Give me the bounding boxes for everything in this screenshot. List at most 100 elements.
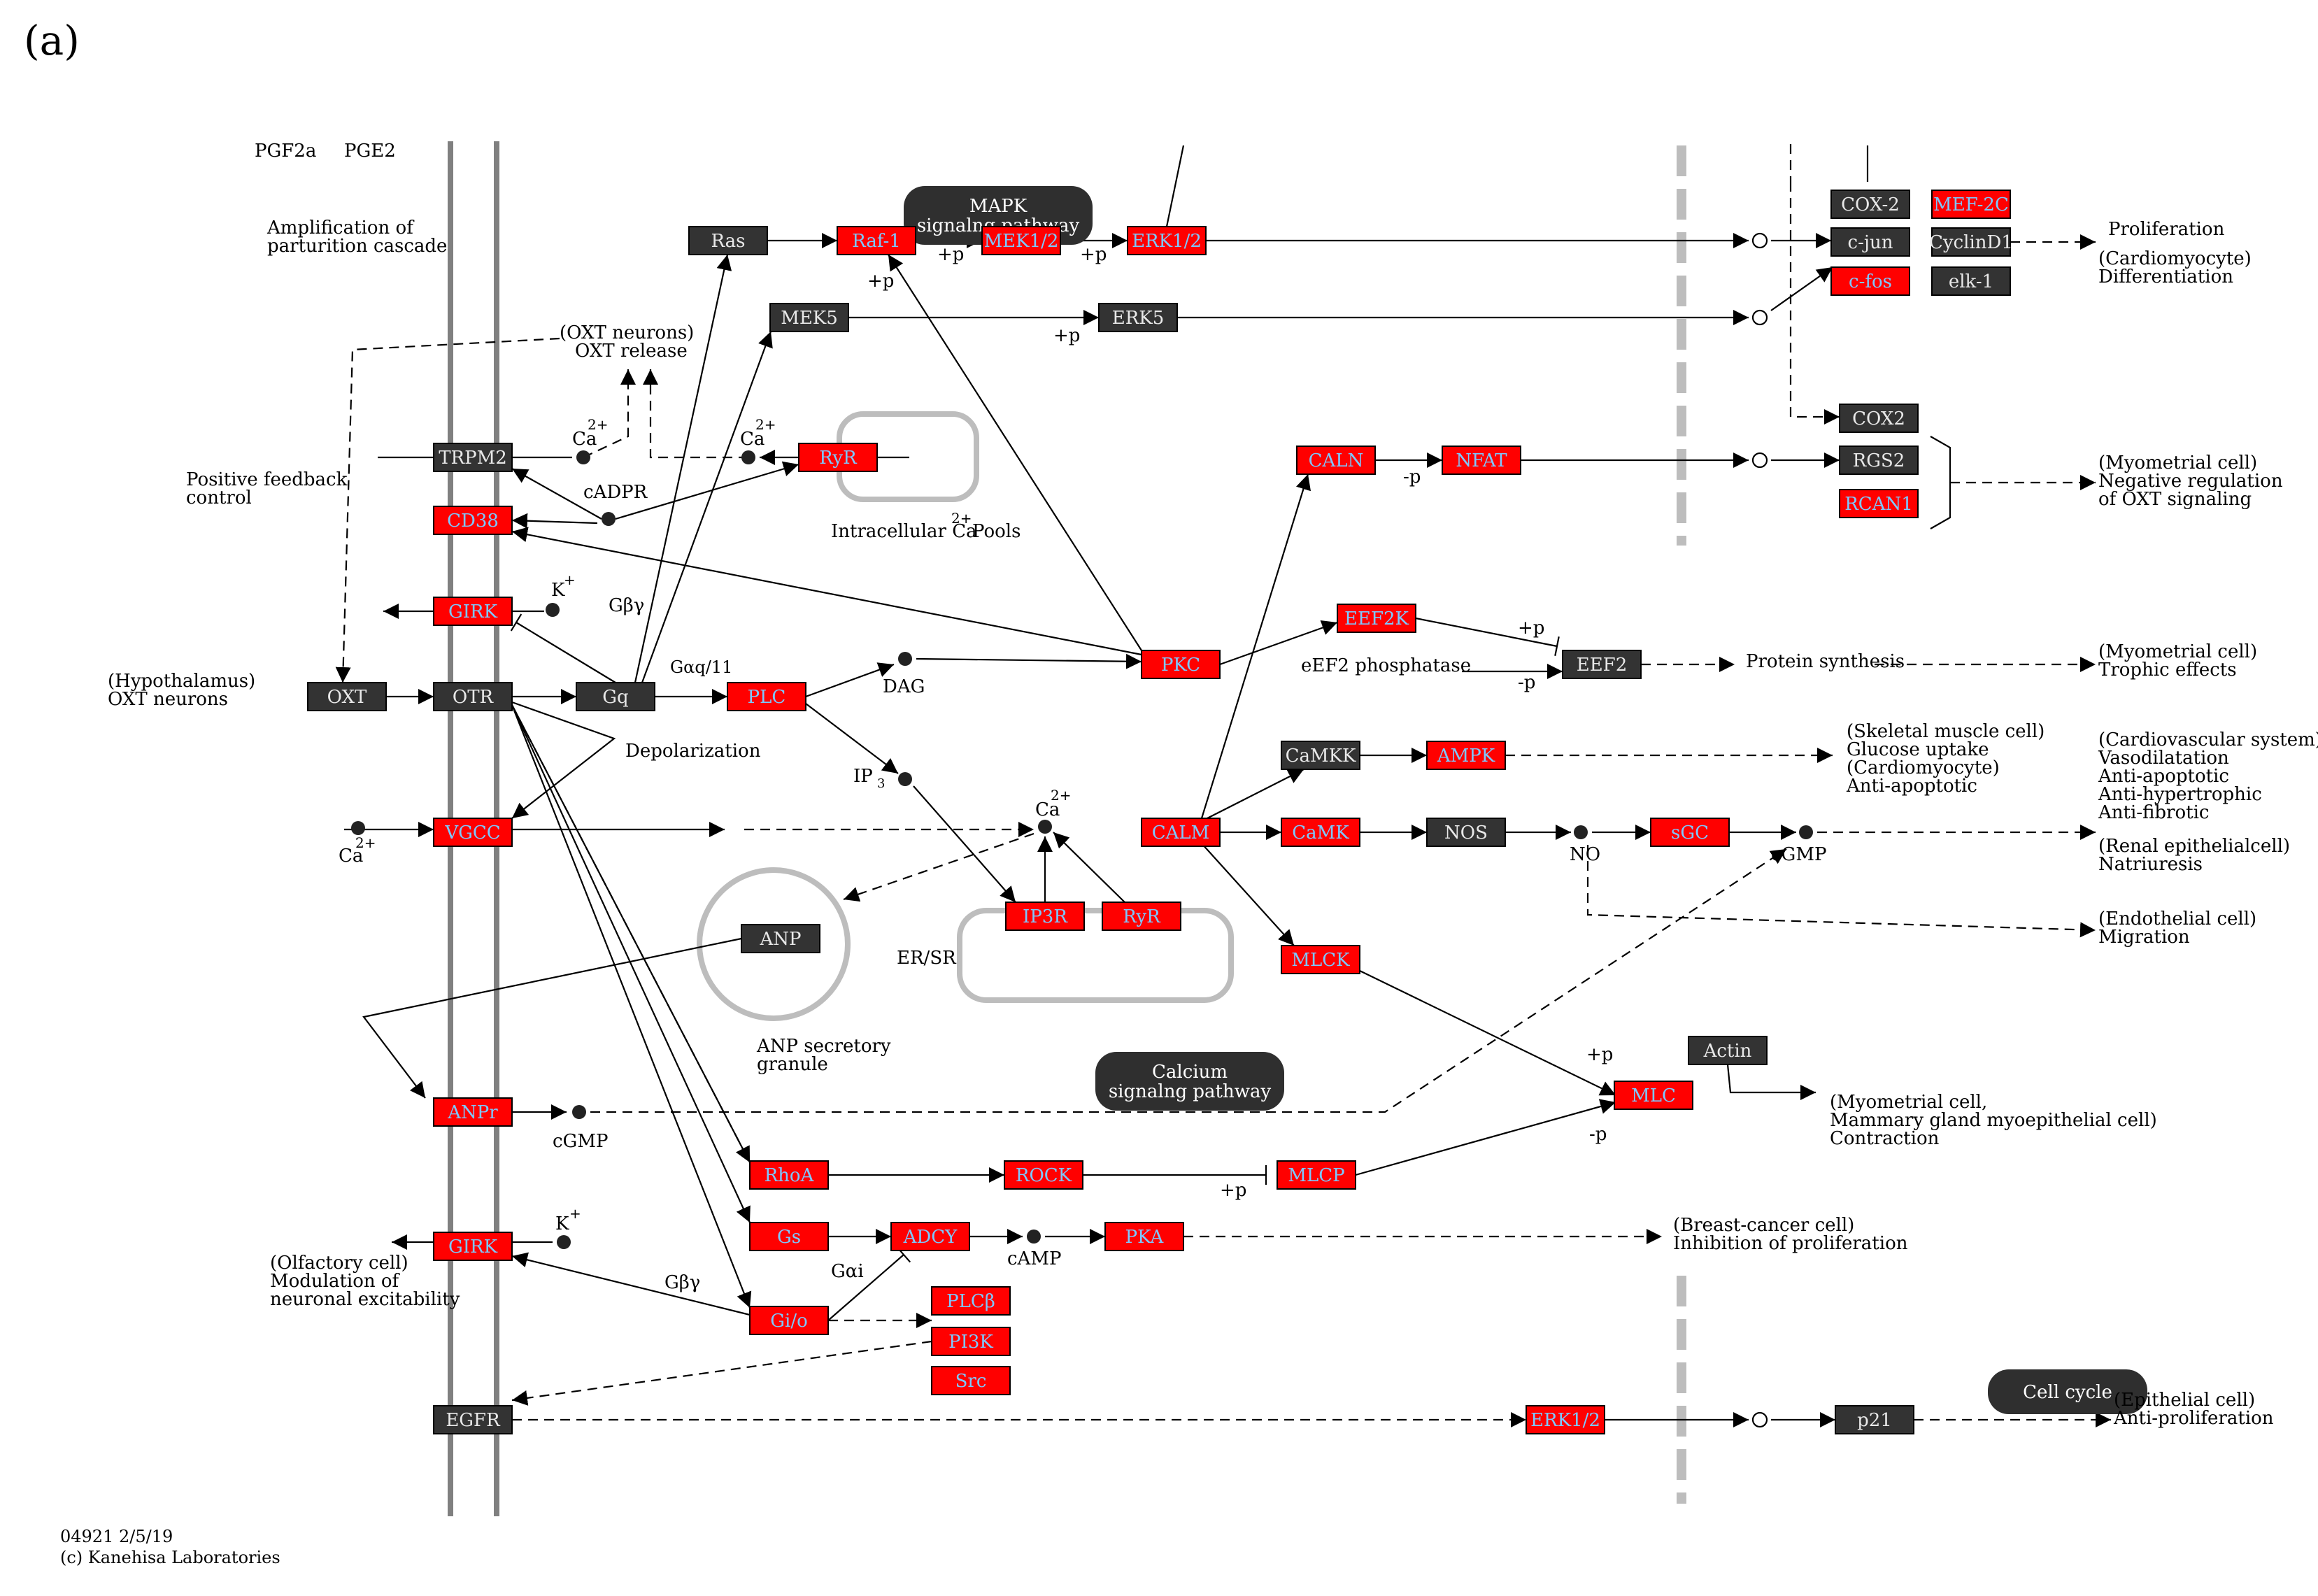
gene-node-sgc[interactable]: sGC bbox=[1650, 818, 1730, 847]
compound-dot bbox=[351, 821, 365, 835]
gene-node-label: OXT bbox=[327, 687, 367, 708]
gene-node-label: ADCY bbox=[903, 1227, 958, 1248]
diagram-label-p2: +p bbox=[937, 244, 964, 265]
gene-node-mlck[interactable]: MLCK bbox=[1281, 945, 1360, 974]
gene-node-trpm2[interactable]: TRPM2 bbox=[433, 443, 513, 472]
gene-node-nfat[interactable]: NFAT bbox=[1442, 446, 1521, 475]
gene-node-cd38[interactable]: CD38 bbox=[433, 506, 513, 535]
gene-node-eef2k[interactable]: EEF2K bbox=[1337, 604, 1416, 633]
gene-node-egfr[interactable]: EGFR bbox=[433, 1405, 513, 1434]
diagram-label-anpsg1: ANP secretory bbox=[756, 1036, 891, 1057]
gene-node-girk2[interactable]: GIRK bbox=[433, 1232, 513, 1261]
gene-node-girk1[interactable]: GIRK bbox=[433, 597, 513, 626]
diagram-label-ip3s: 3 bbox=[877, 776, 885, 791]
gene-node-vgcc[interactable]: VGCC bbox=[433, 818, 513, 847]
edge bbox=[1200, 473, 1311, 819]
diagram-label-contr3: Contraction bbox=[1830, 1128, 1940, 1149]
diagram-label-pf2: control bbox=[186, 487, 252, 508]
gene-node-box bbox=[1688, 1036, 1768, 1065]
gene-node-cyclind1[interactable]: CyclinD1 bbox=[1929, 227, 2013, 257]
gene-node-pka[interactable]: PKA bbox=[1104, 1222, 1184, 1251]
diagram-label-prolif: Proliferation bbox=[2108, 219, 2225, 240]
gene-node-mek5[interactable]: MEK5 bbox=[769, 303, 849, 332]
gene-node-calm[interactable]: CALM bbox=[1141, 818, 1221, 847]
gene-node-caln[interactable]: CALN bbox=[1296, 446, 1376, 475]
compound-dot bbox=[741, 450, 755, 464]
gene-node-erk1-2b[interactable]: ERK1/2 bbox=[1526, 1405, 1605, 1434]
gene-node-camk[interactable]: CaMK bbox=[1281, 818, 1360, 847]
diagram-label-pf1: Positive feedback bbox=[186, 469, 348, 490]
diagram-label-ip3: IP bbox=[853, 766, 873, 787]
gene-node-camkk[interactable]: CaMKK bbox=[1281, 741, 1360, 770]
gene-node-raf-1[interactable]: Raf-1 bbox=[837, 226, 916, 255]
gene-node-ryr1[interactable]: RyR bbox=[798, 443, 878, 472]
gene-node-oxt[interactable]: OXT bbox=[307, 682, 387, 711]
gene-node-actin[interactable]: Actin bbox=[1688, 1036, 1768, 1065]
gene-node-rgs2[interactable]: RGS2 bbox=[1839, 446, 1919, 475]
edge bbox=[888, 254, 1142, 651]
gene-node-adcy[interactable]: ADCY bbox=[890, 1222, 970, 1251]
gene-node-label: EEF2K bbox=[1344, 608, 1409, 629]
gene-node-rock[interactable]: ROCK bbox=[1004, 1160, 1083, 1190]
gene-node-anp[interactable]: ANP bbox=[741, 924, 820, 953]
gene-node-gq[interactable]: Gq bbox=[576, 682, 655, 711]
gene-node-ryr2[interactable]: RyR bbox=[1102, 902, 1181, 931]
gene-node-p21[interactable]: p21 bbox=[1835, 1405, 1914, 1434]
gene-node-rcan1[interactable]: RCAN1 bbox=[1839, 489, 1919, 518]
gene-node-cox-2[interactable]: COX-2 bbox=[1830, 190, 1910, 219]
junction-circle bbox=[1751, 232, 1768, 249]
gene-node-mlc[interactable]: MLC bbox=[1614, 1081, 1693, 1110]
junction-circle bbox=[1751, 309, 1768, 326]
gene-node-erk5[interactable]: ERK5 bbox=[1098, 303, 1178, 332]
gene-node-label: ROCK bbox=[1016, 1165, 1072, 1186]
diagram-label-cadpr: cADPR bbox=[583, 482, 648, 503]
gene-node-nos[interactable]: NOS bbox=[1426, 818, 1506, 847]
gene-node-mef-2c[interactable]: MEF-2C bbox=[1931, 190, 2011, 219]
gene-node-mek1-2[interactable]: MEK1/2 bbox=[981, 226, 1061, 255]
diagram-label-troph2: Trophic effects bbox=[2098, 660, 2237, 681]
gene-node-box bbox=[1526, 1405, 1605, 1434]
gene-node-c-jun[interactable]: c-jun bbox=[1830, 227, 1910, 257]
diagram-label-skel2: Glucose uptake bbox=[1847, 739, 1989, 760]
gene-node-mlcp[interactable]: MLCP bbox=[1277, 1160, 1356, 1190]
gene-node-plc[interactable]: PLC bbox=[727, 682, 806, 711]
gene-node-gi-o[interactable]: Gi/o bbox=[749, 1306, 829, 1335]
compound-dot bbox=[546, 603, 560, 617]
diagram-label-cv4: Anti-hypertrophic bbox=[2098, 784, 2262, 805]
gene-node-label: Gq bbox=[602, 687, 628, 708]
gene-node-label: RyR bbox=[1123, 906, 1161, 927]
edge bbox=[511, 701, 616, 819]
gene-node-rhoa[interactable]: RhoA bbox=[749, 1160, 829, 1190]
gene-node-otr[interactable]: OTR bbox=[433, 682, 513, 711]
panel-label: (a) bbox=[24, 17, 80, 64]
gene-node-ras[interactable]: Ras bbox=[688, 226, 768, 255]
gene-node-erk1-2a[interactable]: ERK1/2 bbox=[1127, 226, 1207, 255]
gene-node-c-fos[interactable]: c-fos bbox=[1830, 266, 1910, 296]
gene-node-src[interactable]: Src bbox=[931, 1366, 1011, 1395]
edge bbox=[1355, 1099, 1616, 1176]
gene-node-label: RyR bbox=[819, 448, 858, 469]
gene-node-plcb[interactable]: PLCβ bbox=[931, 1286, 1011, 1316]
diagram-label-epi2: Anti-proliferation bbox=[2113, 1408, 2274, 1429]
diagram-label-p3: +p bbox=[1080, 244, 1107, 265]
gene-node-eef2[interactable]: EEF2 bbox=[1562, 650, 1642, 679]
diagram-label-contr2: Mammary gland myoepithelial cell) bbox=[1830, 1110, 2157, 1131]
gene-node-pkc[interactable]: PKC bbox=[1141, 650, 1221, 679]
gene-node-pi3k[interactable]: PI3K bbox=[931, 1327, 1011, 1356]
gene-node-label: CaMKK bbox=[1286, 746, 1356, 767]
gene-node-label: CaMK bbox=[1292, 822, 1349, 843]
edge bbox=[913, 785, 1016, 903]
gene-node-cox2[interactable]: COX2 bbox=[1839, 404, 1919, 433]
diagram-label-cv5: Anti-fibrotic bbox=[2098, 802, 2209, 823]
gene-node-ip3r[interactable]: IP3R bbox=[1005, 902, 1085, 931]
gene-node-ampk[interactable]: AMPK bbox=[1426, 741, 1506, 770]
gene-node-anpr[interactable]: ANPr bbox=[433, 1097, 513, 1127]
gene-node-box bbox=[931, 1327, 1011, 1356]
pathway-link-label: MAPK bbox=[969, 196, 1028, 217]
gene-node-gs[interactable]: Gs bbox=[749, 1222, 829, 1251]
diagram-label-myo3: of OXT signaling bbox=[2098, 489, 2252, 510]
gene-node-elk-1[interactable]: elk-1 bbox=[1931, 266, 2011, 296]
pathway-link-cellcycle[interactable]: Cell cycle bbox=[1988, 1369, 2147, 1414]
gene-node-box bbox=[433, 506, 513, 535]
